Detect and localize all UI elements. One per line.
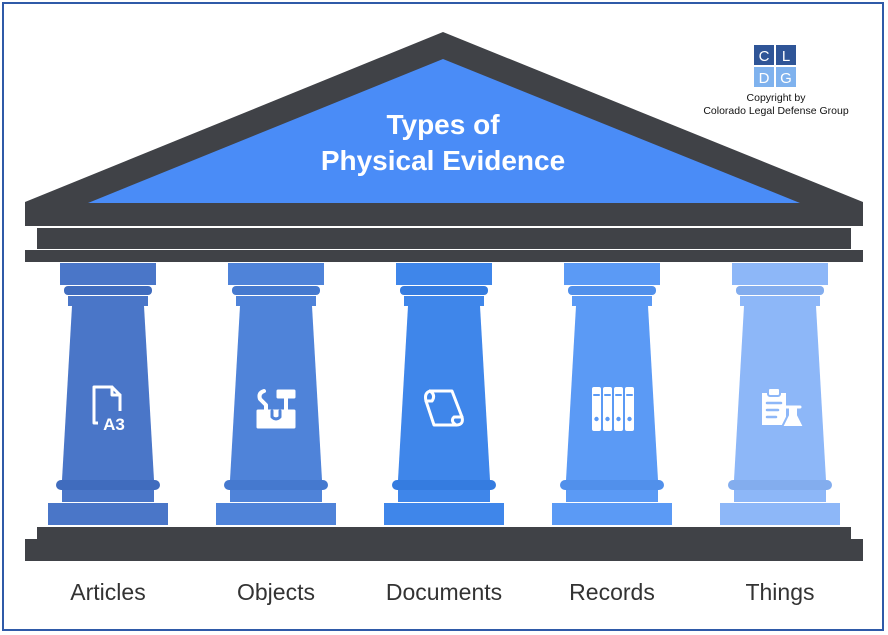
- pillar-base-ring: [728, 480, 832, 490]
- copyright-line-1: Copyright by: [747, 92, 807, 104]
- pillar-label-records: Records: [569, 579, 655, 605]
- logo-cell-c: [754, 45, 774, 65]
- logo-letter-g: G: [780, 70, 792, 87]
- pillar-shaft: [62, 306, 154, 480]
- pillar-neck: [236, 296, 316, 306]
- pillar-base-neck: [734, 490, 826, 502]
- pillar-shaft: [398, 306, 490, 480]
- clipboard-flask-icon: [762, 387, 805, 428]
- pediment: [88, 59, 800, 203]
- pillar-capital: [228, 263, 324, 285]
- tools-box-icon: [256, 389, 296, 429]
- pillar-neck: [404, 296, 484, 306]
- copyright-line-2: Colorado Legal Defense Group: [703, 105, 849, 117]
- pillar-plinth: [48, 503, 168, 525]
- pillar-capital: [396, 263, 492, 285]
- pillar-base-ring: [224, 480, 328, 490]
- pillar-ring: [232, 286, 320, 295]
- pillar-label-objects: Objects: [237, 579, 315, 605]
- pillar-base-neck: [62, 490, 154, 502]
- pillar-labels: Articles Objects Documents Records Things: [70, 579, 814, 605]
- pillar-neck: [572, 296, 652, 306]
- pillar-label-things: Things: [745, 579, 814, 605]
- pillar-capital: [60, 263, 156, 285]
- pillars: A3A3: [48, 263, 840, 525]
- pillar-articles: A3A3: [48, 263, 168, 525]
- pillar-ring: [400, 286, 488, 295]
- pillar-base-ring: [56, 480, 160, 490]
- logo-cell-l: [776, 45, 796, 65]
- logo-cell-d: [754, 67, 774, 87]
- entablature: [37, 228, 851, 249]
- pillar-shaft: [230, 306, 322, 480]
- pillar-base-neck: [398, 490, 490, 502]
- logo-letter-l: L: [782, 48, 790, 65]
- pillar-capital: [564, 263, 660, 285]
- logo-letter-c: C: [759, 48, 770, 65]
- pillar-neck: [68, 296, 148, 306]
- scroll-document-icon: [424, 389, 464, 427]
- binders-icon: [592, 387, 634, 431]
- pillar-base-neck: [230, 490, 322, 502]
- pillar-ring: [64, 286, 152, 295]
- floor-base: [25, 539, 863, 561]
- logo-cell-g: [776, 67, 796, 87]
- pillar-ring: [736, 286, 824, 295]
- pillar-plinth: [216, 503, 336, 525]
- cldg-logo: C L D G Copyright by Colorado Legal Defe…: [703, 45, 849, 117]
- svg-text:A3: A3: [103, 415, 125, 434]
- pillar-plinth: [384, 503, 504, 525]
- title-line-2: Physical Evidence: [321, 145, 565, 176]
- pillar-base-neck: [566, 490, 658, 502]
- pillar-ring: [568, 286, 656, 295]
- pillar-plinth: [720, 503, 840, 525]
- pillar-base-ring: [392, 480, 496, 490]
- document-a3-icon: A3A3: [92, 385, 130, 436]
- pillar-documents: [384, 263, 504, 525]
- pillar-base-ring: [560, 480, 664, 490]
- pillar-neck: [740, 296, 820, 306]
- pillar-label-articles: Articles: [70, 579, 145, 605]
- logo-letter-d: D: [759, 70, 770, 87]
- pillar-label-documents: Documents: [386, 579, 502, 605]
- pillar-capital: [732, 263, 828, 285]
- pillar-objects: [216, 263, 336, 525]
- pillar-records: [552, 263, 672, 525]
- pillar-plinth: [552, 503, 672, 525]
- title-line-1: Types of: [386, 109, 500, 140]
- floor-step: [37, 527, 851, 539]
- entablature-base: [25, 250, 863, 262]
- pillar-things: [720, 263, 840, 525]
